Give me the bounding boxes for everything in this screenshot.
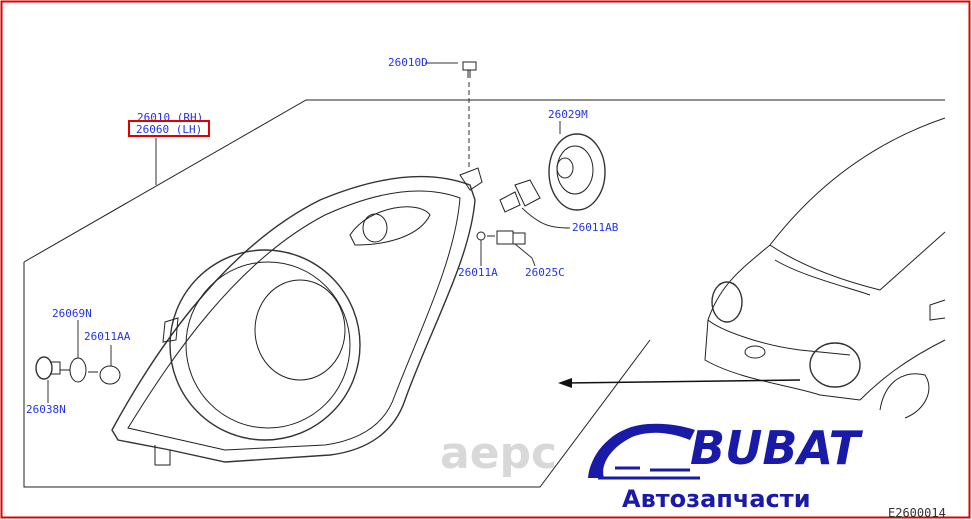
headlamp-assembly	[111, 167, 483, 466]
headlamp-bulb-part	[499, 179, 571, 229]
car-sketch	[704, 117, 946, 419]
label-26038N[interactable]: 26038N	[26, 403, 66, 416]
watermark: aepc	[440, 428, 557, 479]
side-marker-parts	[35, 320, 121, 403]
label-assembly-lh[interactable]: 26060 (LH)	[136, 123, 202, 136]
label-26069N[interactable]: 26069N	[52, 307, 92, 320]
label-26029M[interactable]: 26029M	[548, 108, 588, 121]
logo-brand: BUBAT	[690, 421, 864, 475]
label-26025C[interactable]: 26025C	[525, 266, 565, 279]
label-26011AB[interactable]: 26011AB	[572, 221, 619, 234]
label-26011AA[interactable]: 26011AA	[84, 330, 131, 343]
location-arrow	[564, 379, 801, 384]
dust-cover-part	[548, 121, 606, 211]
highlight-box	[128, 120, 210, 137]
label-26010D[interactable]: 26010D	[388, 56, 428, 69]
assembly-frame	[23, 99, 945, 488]
logo-tagline: Автозапчасти	[622, 485, 811, 513]
bolt-part	[425, 61, 477, 168]
arrow-head-icon	[558, 378, 572, 388]
diagram-code: E2600014	[888, 506, 946, 520]
bubat-logo: BUBAT Автозапчасти	[588, 421, 864, 513]
position-bulb-part	[476, 230, 536, 267]
label-26011A[interactable]: 26011A	[458, 266, 498, 279]
